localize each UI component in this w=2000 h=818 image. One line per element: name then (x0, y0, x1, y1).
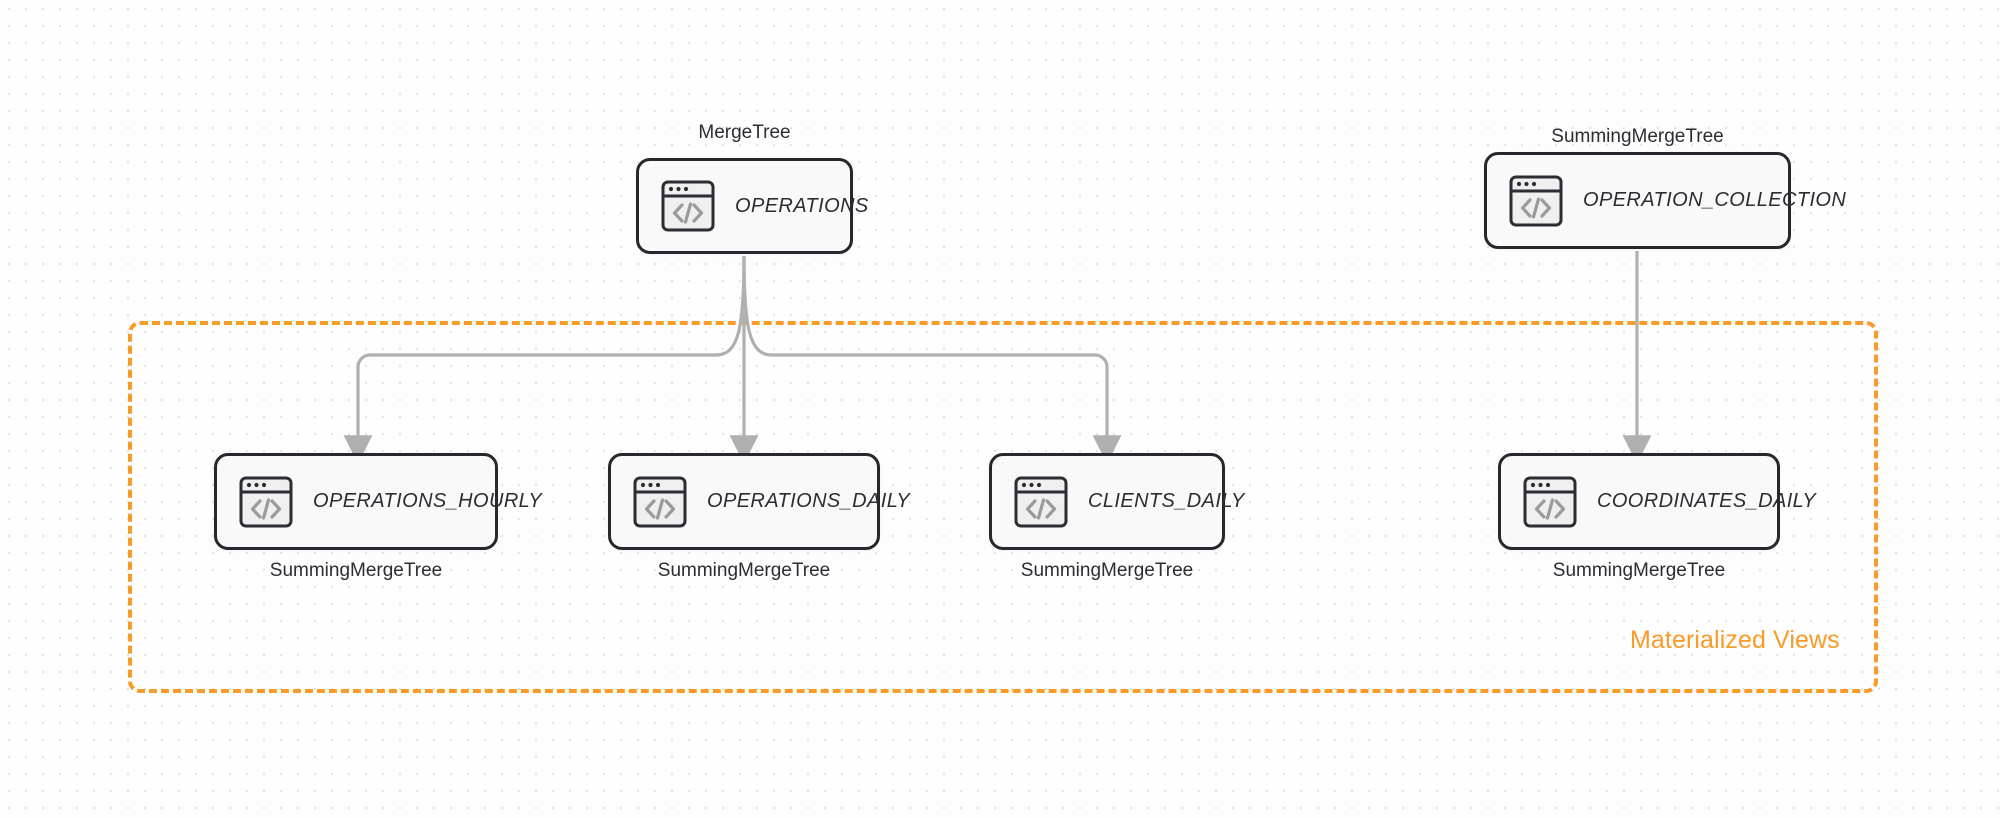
node-caption-operations: MergeTree (698, 122, 791, 143)
node-caption-operations-hourly: SummingMergeTree (269, 560, 443, 581)
code-window-icon (1523, 476, 1577, 527)
node-coordinates-daily[interactable]: COORDINATES_DAILY (1498, 453, 1816, 550)
materialized-views-group-label: Materialized Views (1630, 626, 1840, 654)
node-operations[interactable]: OPERATIONS (636, 158, 868, 254)
node-label-operations: OPERATIONS (735, 194, 869, 217)
code-window-icon (1014, 476, 1068, 527)
code-window-icon (1509, 175, 1563, 226)
node-caption-operation-collection: SummingMergeTree (1551, 126, 1724, 147)
node-label-clients-daily: CLIENTS_DAILY (1088, 490, 1245, 512)
code-window-icon (661, 180, 715, 232)
node-operations-hourly[interactable]: OPERATIONS_HOURLY (214, 453, 542, 550)
node-label-operation-collection: OPERATION_COLLECTION (1583, 189, 1847, 211)
node-label-coordinates-daily: COORDINATES_DAILY (1597, 490, 1817, 512)
code-window-icon (239, 476, 293, 527)
node-operations-daily[interactable]: OPERATIONS_DAILY (608, 453, 910, 550)
node-clients-daily[interactable]: CLIENTS_DAILY (989, 453, 1244, 550)
node-caption-clients-daily: SummingMergeTree (1020, 560, 1194, 581)
node-label-operations-hourly: OPERATIONS_HOURLY (313, 490, 543, 512)
node-label-operations-daily: OPERATIONS_DAILY (707, 490, 911, 512)
node-caption-operations-daily: SummingMergeTree (657, 560, 831, 581)
node-operation-collection[interactable]: OPERATION_COLLECTION (1484, 152, 1846, 249)
node-caption-coordinates-daily: SummingMergeTree (1552, 560, 1726, 581)
code-window-icon (633, 476, 687, 527)
